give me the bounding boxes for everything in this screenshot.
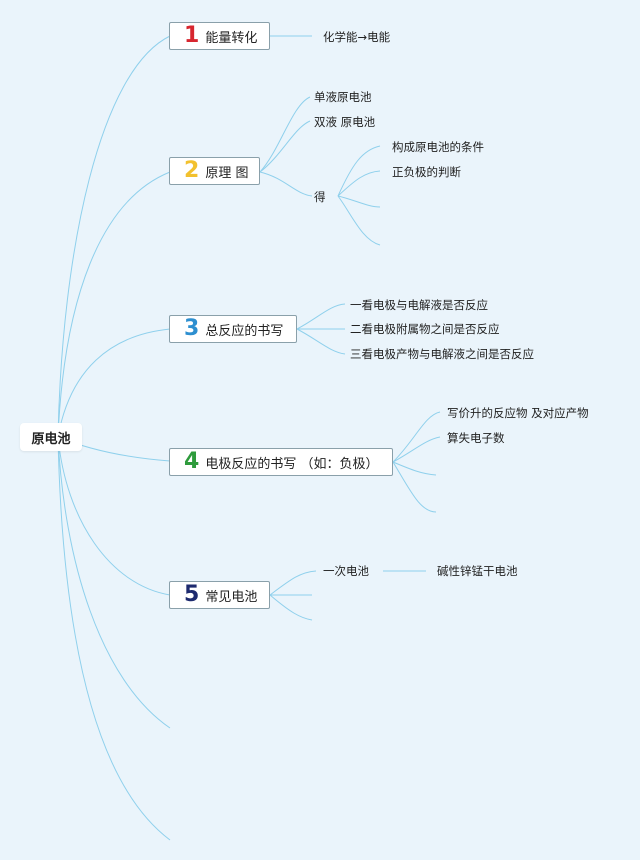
leaf-node[interactable]: 化学能→电能 — [323, 30, 391, 44]
branch-node-electrode-reaction[interactable]: 4 电极反应的书写 （如：负极） — [169, 448, 393, 476]
leaf-node[interactable]: 单液原电池 — [314, 90, 372, 104]
branch-number: 1 — [184, 23, 200, 48]
leaf-node[interactable]: 得 — [314, 190, 326, 204]
branch-number: 3 — [184, 316, 200, 341]
root-label: 原电池 — [31, 431, 71, 447]
branch-number: 5 — [184, 582, 200, 607]
leaf-node[interactable]: 一看电极与电解液是否反应 — [350, 298, 488, 312]
branch-label: 能量转化 — [205, 30, 258, 46]
leaf-node[interactable]: 正负极的判断 — [392, 165, 461, 179]
leaf-node[interactable]: 二看电极附属物之间是否反应 — [350, 322, 500, 336]
branch-label: 电极反应的书写 （如：负极） — [205, 456, 379, 472]
branch-node-principle[interactable]: 2 原理 图 — [169, 157, 260, 185]
branch-node-common-batteries[interactable]: 5 常见电池 — [169, 581, 270, 609]
branch-label: 总反应的书写 — [205, 323, 284, 339]
leaf-node[interactable]: 碱性锌锰干电池 — [437, 564, 518, 578]
leaf-node[interactable]: 算失电子数 — [447, 431, 505, 445]
leaf-node[interactable]: 三看电极产物与电解液之间是否反应 — [350, 347, 534, 361]
branch-node-energy[interactable]: 1 能量转化 — [169, 22, 270, 50]
branch-node-total-reaction[interactable]: 3 总反应的书写 — [169, 315, 297, 343]
branch-label: 常见电池 — [205, 589, 258, 605]
root-node[interactable]: 原电池 — [20, 423, 82, 451]
leaf-node[interactable]: 双液 原电池 — [314, 115, 376, 129]
leaf-node[interactable]: 写价升的反应物 及对应产物 — [447, 406, 589, 420]
branch-label: 原理 图 — [205, 165, 249, 181]
branch-number: 4 — [184, 449, 200, 474]
leaf-node[interactable]: 构成原电池的条件 — [392, 140, 484, 154]
leaf-node[interactable]: 一次电池 — [323, 564, 369, 578]
branch-number: 2 — [184, 158, 200, 183]
